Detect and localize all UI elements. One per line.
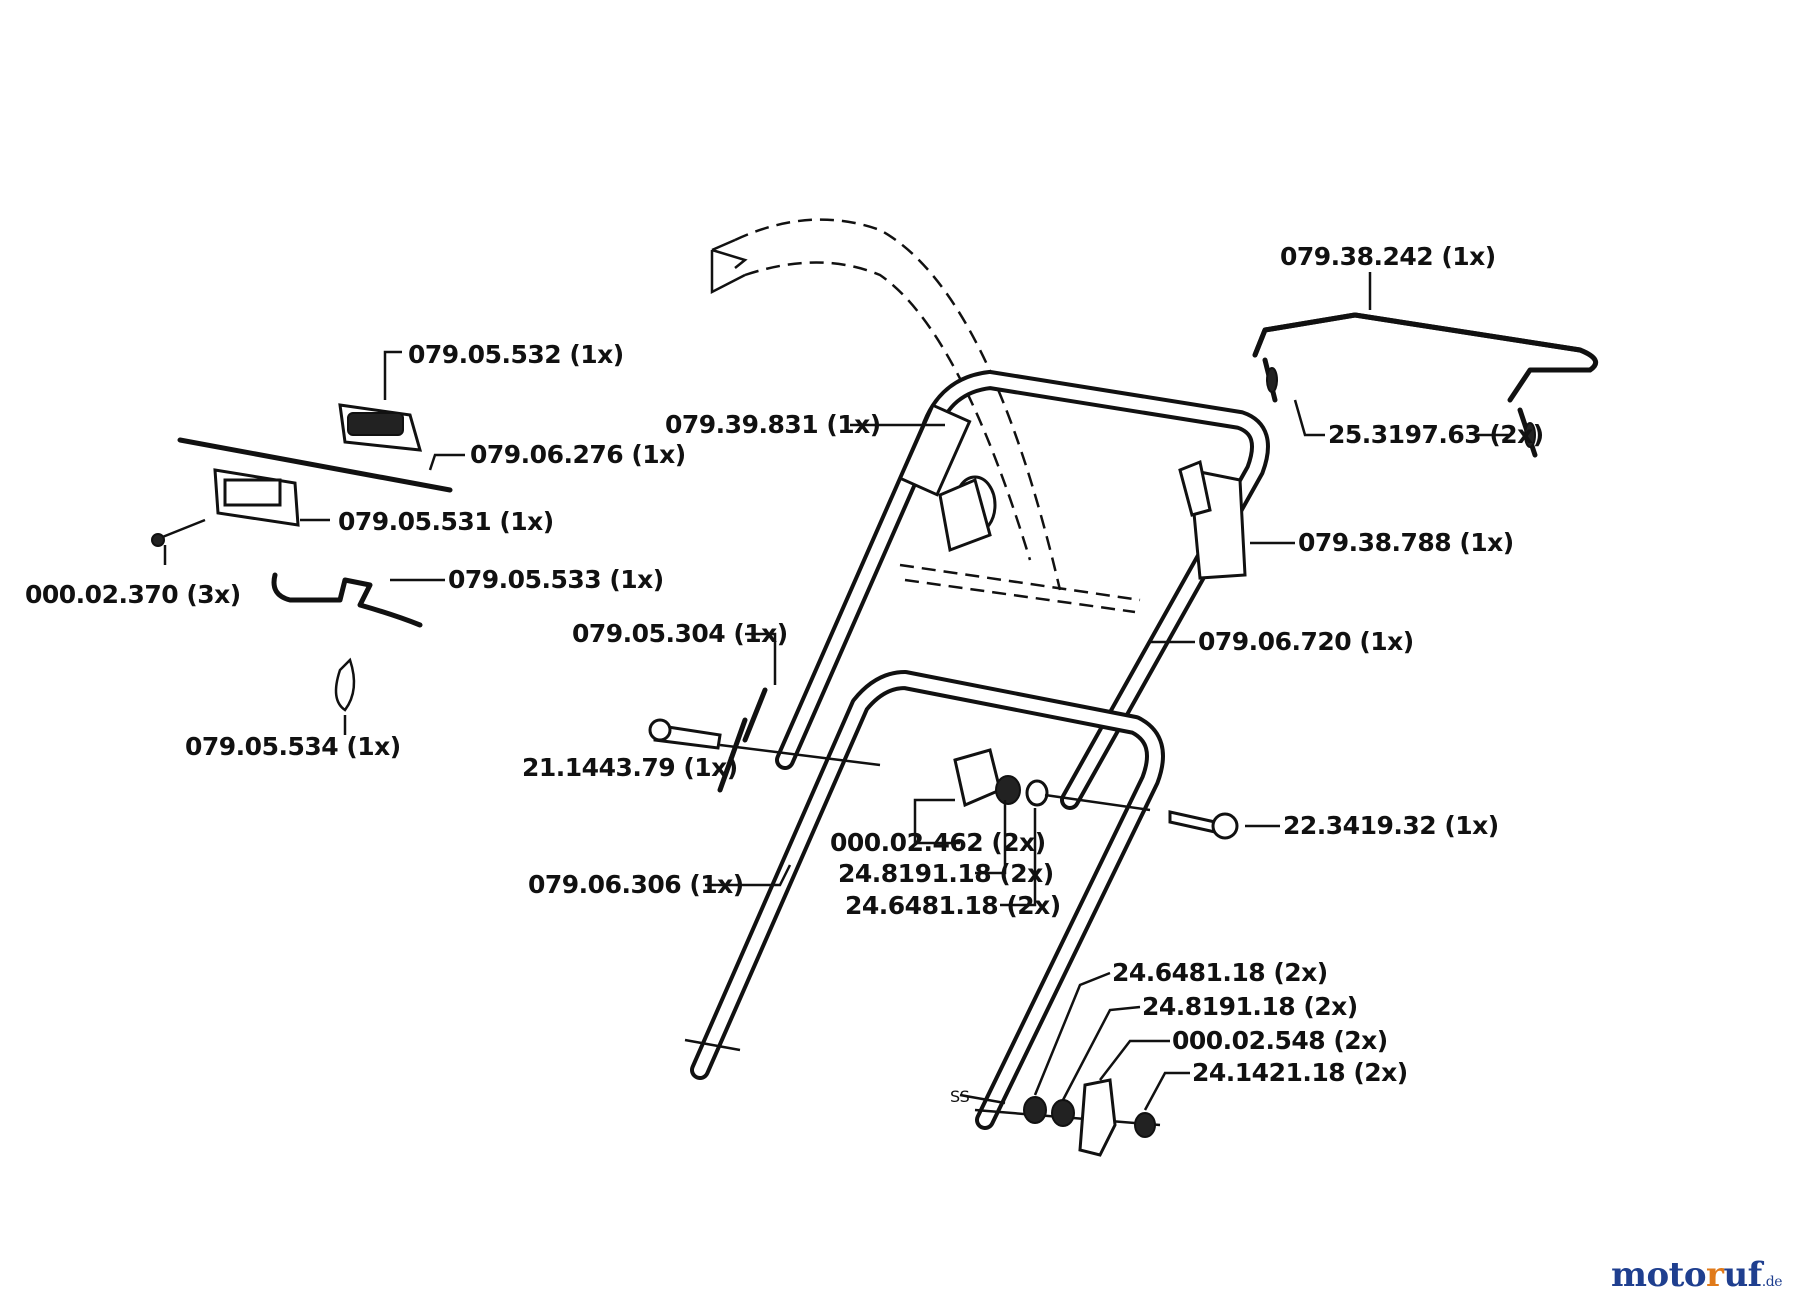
label-24-1421-18: 24.1421.18 (2x) [1192,1058,1408,1087]
label-079-39-831: 079.39.831 (1x) [665,410,881,439]
label-000-02-548: 000.02.548 (2x) [1172,1026,1388,1055]
watermark-part1: moto [1610,1255,1707,1295]
label-079-06-720: 079.06.720 (1x) [1198,627,1414,656]
label-21-1443-79: 21.1443.79 (1x) [522,753,738,782]
block-079-38-788 [1178,459,1247,580]
cable-cover-assembly [151,403,453,712]
nut-000-02-462 [953,748,1239,840]
top-bar-079-38-242 [1252,312,1599,403]
watermark-logo: motoruf.de [1610,1255,1783,1295]
watermark-part3: uf [1723,1255,1762,1295]
label-079-38-242: 079.38.242 (1x) [1280,242,1496,271]
watermark-suffix: .de [1761,1274,1783,1290]
leader-lines [163,272,1510,1111]
label-079-06-276: 079.06.276 (1x) [470,440,686,469]
label-22-3419-32: 22.3419.32 (1x) [1283,811,1499,840]
label-ss: SS [950,1087,970,1106]
label-000-02-370: 000.02.370 (3x) [25,580,241,609]
bracket-079-39-831 [898,403,997,553]
label-24-6481-18-a: 24.6481.18 (2x) [845,891,1061,920]
clips-25-3197-63 [1262,357,1538,458]
knob-079-05-304 [648,687,881,793]
label-25-3197-63: 25.3197.63 (2x) [1328,420,1544,449]
label-24-8191-18-b: 24.8191.18 (2x) [1142,992,1358,1021]
label-000-02-462: 000.02.462 (2x) [830,828,1046,857]
label-079-05-304: 079.05.304 (1x) [572,619,788,648]
bottom-fittings [974,1078,1161,1157]
fold-arrow [710,218,1062,591]
label-079-38-788: 079.38.788 (1x) [1298,528,1514,557]
label-079-05-532: 079.05.532 (1x) [408,340,624,369]
label-079-05-531: 079.05.531 (1x) [338,507,554,536]
watermark-part2: r [1706,1255,1724,1295]
label-079-05-533: 079.05.533 (1x) [448,565,664,594]
label-24-8191-18-a: 24.8191.18 (2x) [838,859,1054,888]
label-079-05-534: 079.05.534 (1x) [185,732,401,761]
label-24-6481-18-b: 24.6481.18 (2x) [1112,958,1328,987]
label-079-06-306: 079.06.306 (1x) [528,870,744,899]
lower-handle-079-06-306 [684,670,1165,1130]
